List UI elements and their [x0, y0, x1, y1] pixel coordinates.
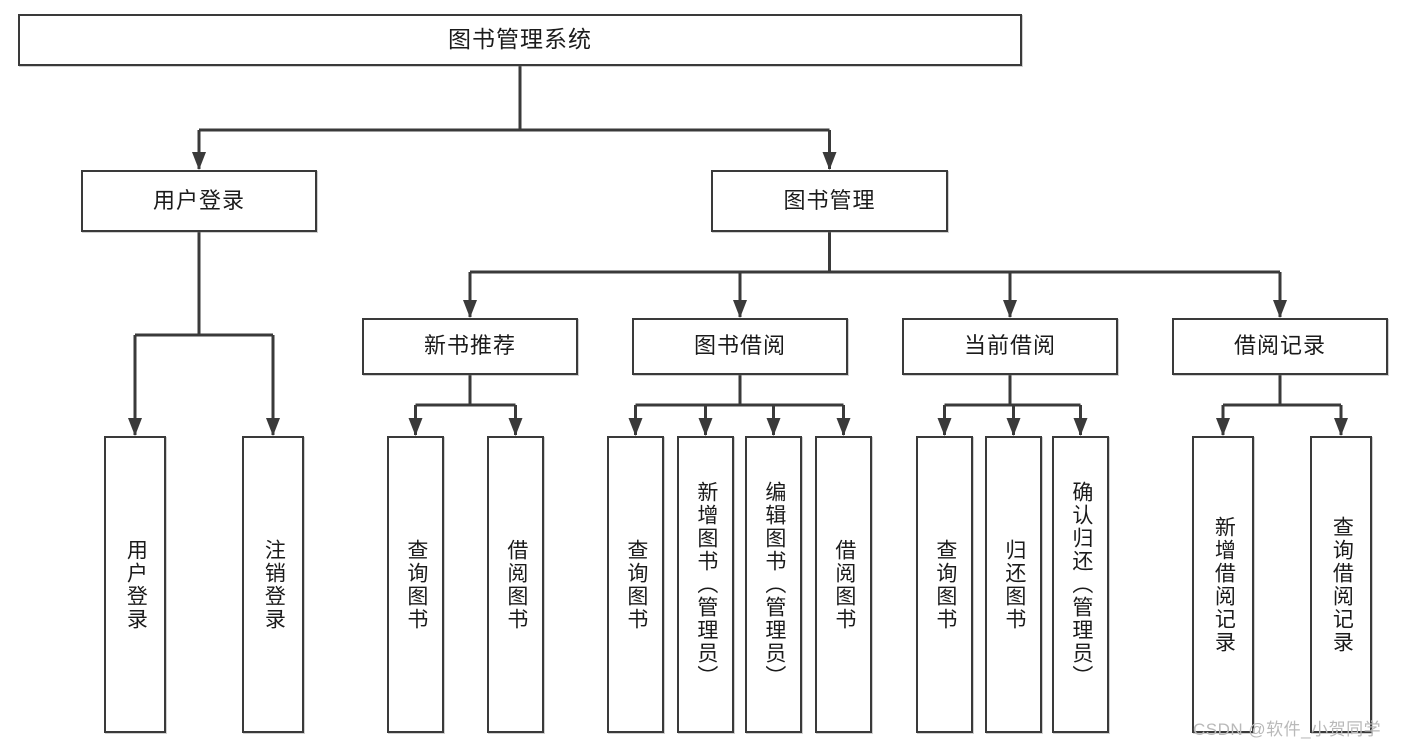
node-label: 确认归还（管理员）	[1069, 481, 1093, 688]
node-r1[interactable]: 新增借阅记录	[1192, 436, 1254, 733]
arrowhead-icon	[733, 300, 747, 318]
node-label: 当前借阅	[963, 333, 1056, 359]
node-c1[interactable]: 查询图书	[916, 436, 973, 733]
node-label: 借阅图书	[504, 538, 528, 631]
arrowhead-icon	[1216, 418, 1230, 436]
node-label: 借阅记录	[1233, 333, 1326, 359]
arrowhead-icon	[698, 418, 713, 436]
node-r2[interactable]: 查询借阅记录	[1310, 436, 1372, 733]
node-label: 用户登录	[124, 538, 148, 631]
node-records[interactable]: 借阅记录	[1172, 318, 1388, 375]
node-label: 图书管理	[783, 187, 876, 213]
arrowhead-icon	[192, 152, 206, 170]
node-bookmgmt[interactable]: 图书管理	[711, 170, 948, 232]
node-n1[interactable]: 查询图书	[387, 436, 444, 733]
node-label: 新书推荐	[423, 333, 516, 359]
node-label: 归还图书	[1002, 538, 1026, 631]
node-newbook[interactable]: 新书推荐	[362, 318, 578, 375]
node-c3[interactable]: 确认归还（管理员）	[1052, 436, 1109, 733]
node-label: 查询图书	[624, 538, 648, 631]
node-n2[interactable]: 借阅图书	[487, 436, 544, 733]
arrowhead-icon	[266, 418, 280, 436]
arrowhead-icon	[408, 418, 423, 436]
arrowhead-icon	[836, 418, 851, 436]
node-label: 图书借阅	[693, 333, 786, 359]
arrowhead-icon	[1006, 418, 1021, 436]
arrowhead-icon	[766, 418, 781, 436]
node-b3[interactable]: 编辑图书（管理员）	[745, 436, 802, 733]
arrowhead-icon	[822, 152, 837, 170]
arrowhead-icon	[128, 418, 142, 436]
arrowhead-icon	[628, 418, 643, 436]
arrowhead-icon	[1073, 418, 1088, 436]
node-l2[interactable]: 注销登录	[242, 436, 304, 733]
node-l1[interactable]: 用户登录	[104, 436, 166, 733]
node-label: 用户登录	[152, 187, 245, 213]
node-label: 新增借阅记录	[1212, 515, 1236, 654]
node-label: 借阅图书	[832, 538, 856, 631]
node-c2[interactable]: 归还图书	[985, 436, 1042, 733]
node-label: 查询图书	[933, 538, 957, 631]
watermark-label: CSDN @软件_小贺同学	[1193, 720, 1382, 739]
arrowhead-icon	[1334, 418, 1348, 436]
node-current[interactable]: 当前借阅	[902, 318, 1118, 375]
node-label: 注销登录	[262, 538, 286, 631]
node-label: 编辑图书（管理员）	[762, 481, 786, 688]
node-b4[interactable]: 借阅图书	[815, 436, 872, 733]
node-label: 查询图书	[404, 538, 428, 631]
arrowhead-icon	[1003, 300, 1017, 318]
arrowhead-icon	[937, 418, 952, 436]
node-b2[interactable]: 新增图书（管理员）	[677, 436, 734, 733]
arrowhead-icon	[463, 300, 477, 318]
node-borrow[interactable]: 图书借阅	[632, 318, 848, 375]
node-label: 新增图书（管理员）	[694, 481, 718, 688]
node-label: 图书管理系统	[448, 26, 592, 53]
arrowhead-icon	[1273, 300, 1287, 318]
node-login[interactable]: 用户登录	[81, 170, 317, 232]
node-b1[interactable]: 查询图书	[607, 436, 664, 733]
arrowhead-icon	[508, 418, 523, 436]
node-label: 查询借阅记录	[1330, 515, 1354, 654]
node-root[interactable]: 图书管理系统	[18, 14, 1022, 66]
